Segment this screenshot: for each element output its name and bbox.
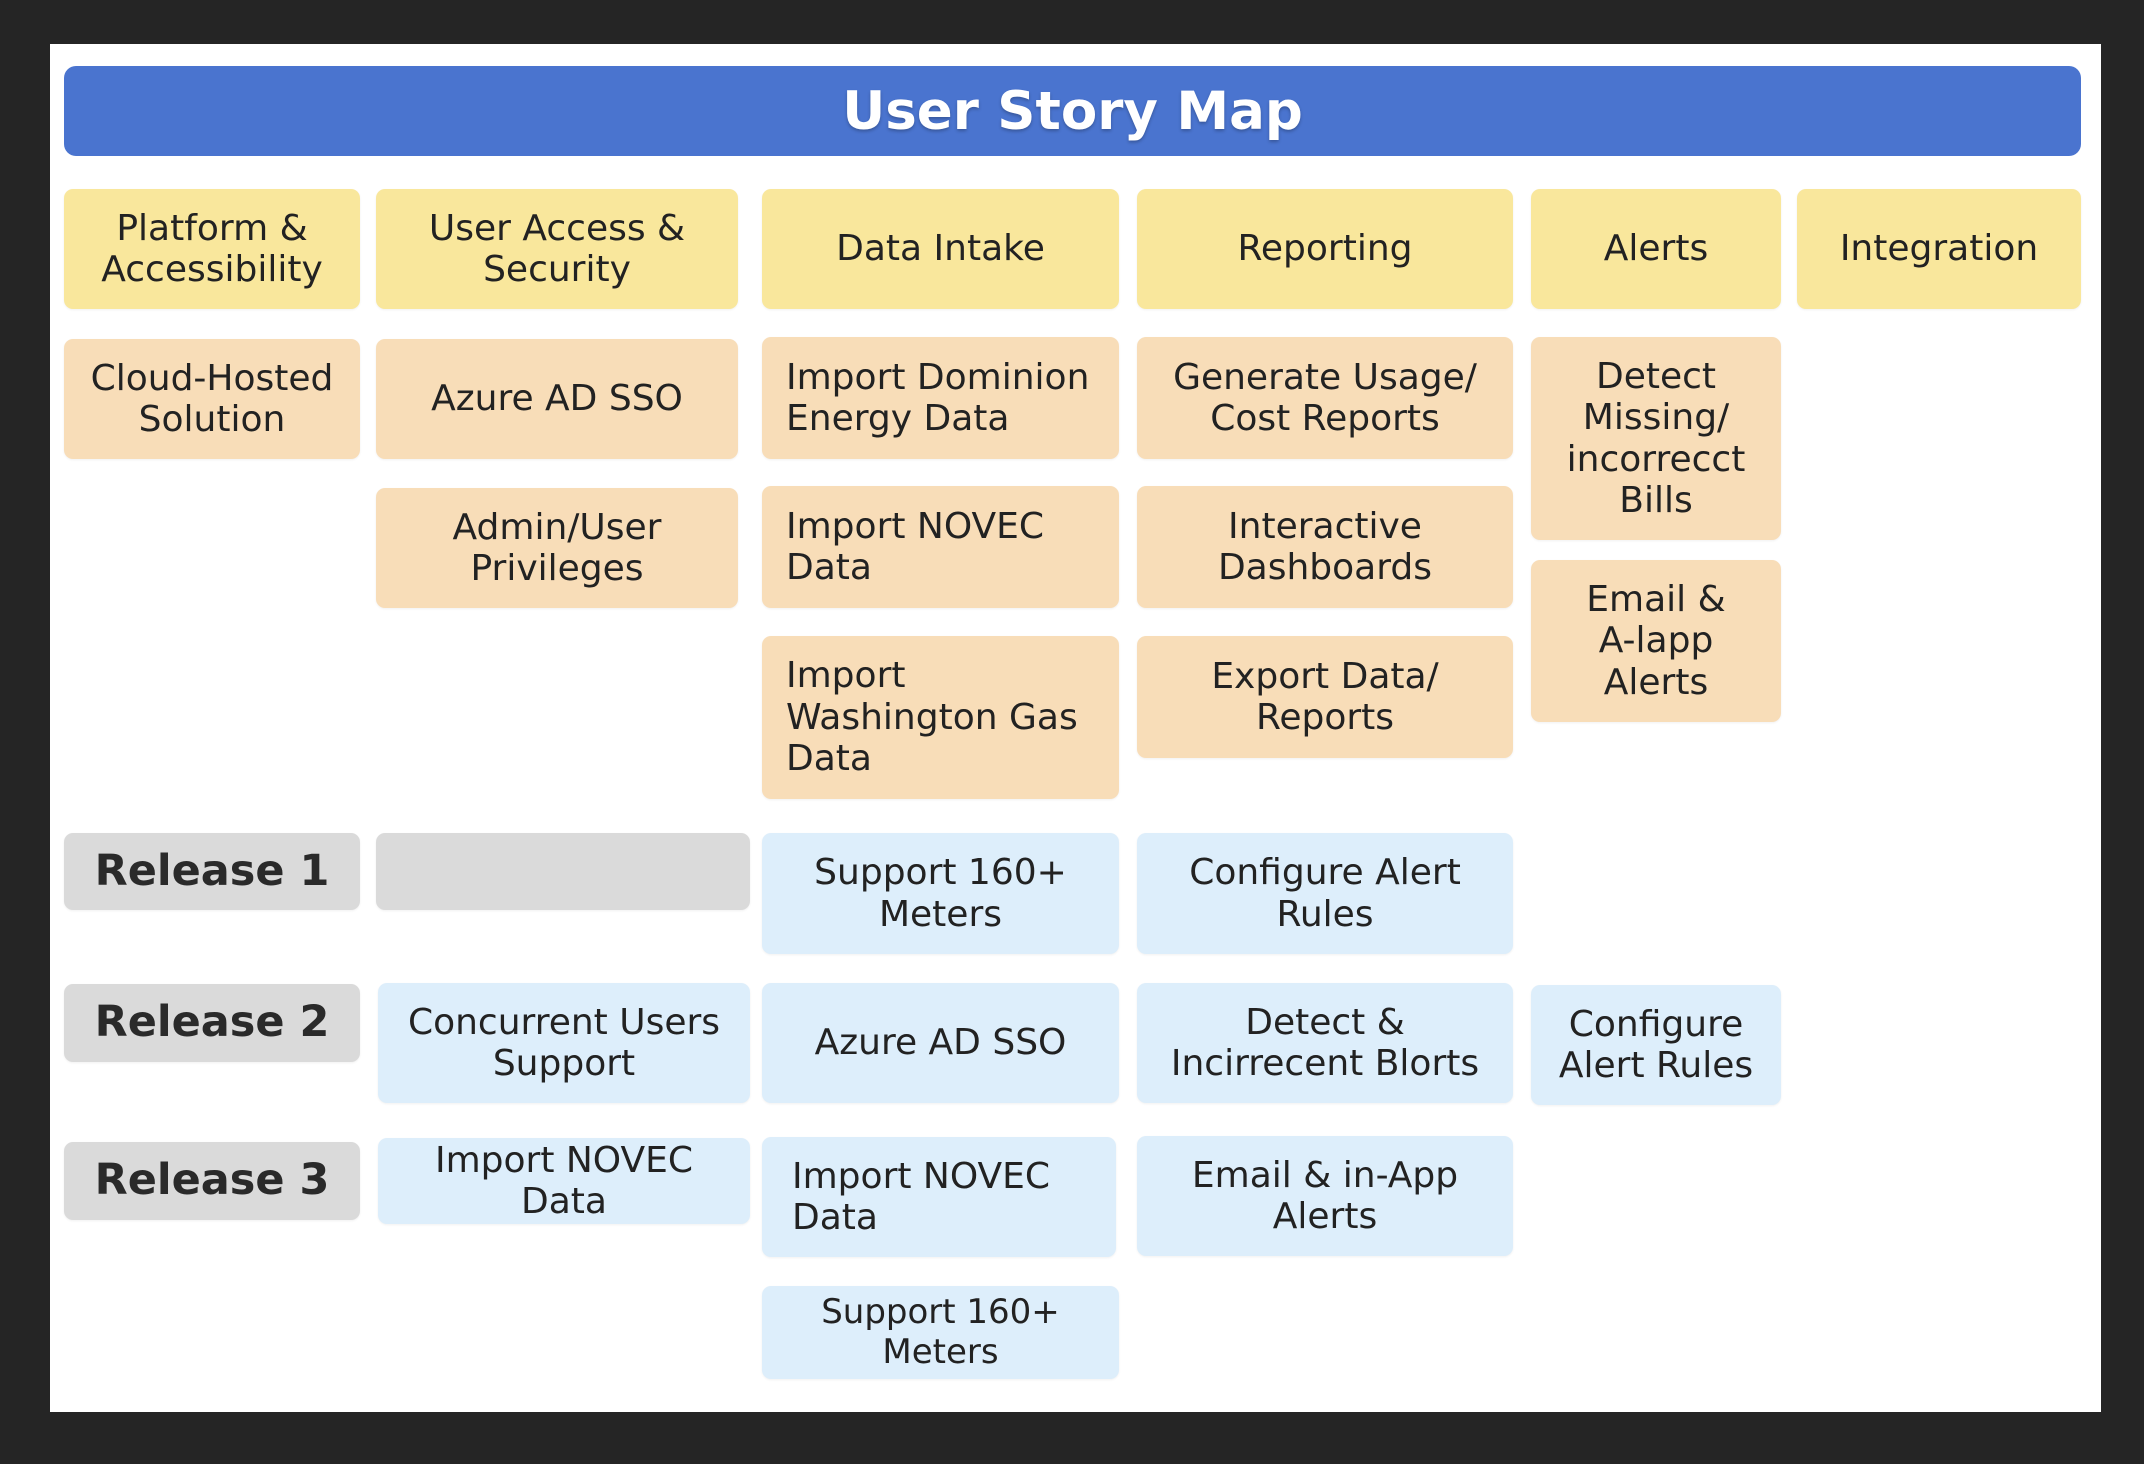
story-map-canvas: User Story Map Platform & Accessibility … [50,44,2101,1412]
release-item: Configure Alert Rules [1531,985,1781,1105]
story-card: Import Washington Gas Data [762,636,1119,799]
story-card: Admin/User Privileges [376,488,738,608]
release-item: Support 160+ Meters [762,1286,1119,1379]
release-item: Concurrent Users Support [378,983,750,1103]
release-2-label: Release 2 [64,984,360,1062]
page-title: User Story Map [64,66,2081,156]
activity-alerts: Alerts [1531,189,1781,309]
activity-data-intake: Data Intake [762,189,1119,309]
story-card: Detect Missing/ incorrecct Bills [1531,337,1781,540]
activity-reporting: Reporting [1137,189,1513,309]
story-card: Cloud-Hosted Solution [64,339,360,459]
story-card: Import Dominion Energy Data [762,337,1119,459]
release-item: Configure Alert Rules [1137,833,1513,954]
activity-integration: Integration [1797,189,2081,309]
story-card: Export Data/ Reports [1137,636,1513,758]
release-item: Support 160+ Meters [762,833,1119,954]
story-card: Interactive Dashboards [1137,486,1513,608]
release-item: Azure AD SSO [762,983,1119,1103]
release-item: Import NOVEC Data [378,1138,750,1224]
release-3-label: Release 3 [64,1142,360,1220]
release-1-empty-slot [376,833,750,910]
story-card: Azure AD SSO [376,339,738,459]
release-item: Import NOVEC Data [762,1137,1116,1257]
activity-user-access-security: User Access & Security [376,189,738,309]
activity-platform-accessibility: Platform & Accessibility [64,189,360,309]
release-item: Email & in-App Alerts [1137,1136,1513,1256]
story-card: Import NOVEC Data [762,486,1119,608]
story-card: Generate Usage/ Cost Reports [1137,337,1513,459]
release-item: Detect & Incirrecent Blorts [1137,983,1513,1103]
story-card: Email & A-lapp Alerts [1531,560,1781,722]
release-1-label: Release 1 [64,833,360,910]
